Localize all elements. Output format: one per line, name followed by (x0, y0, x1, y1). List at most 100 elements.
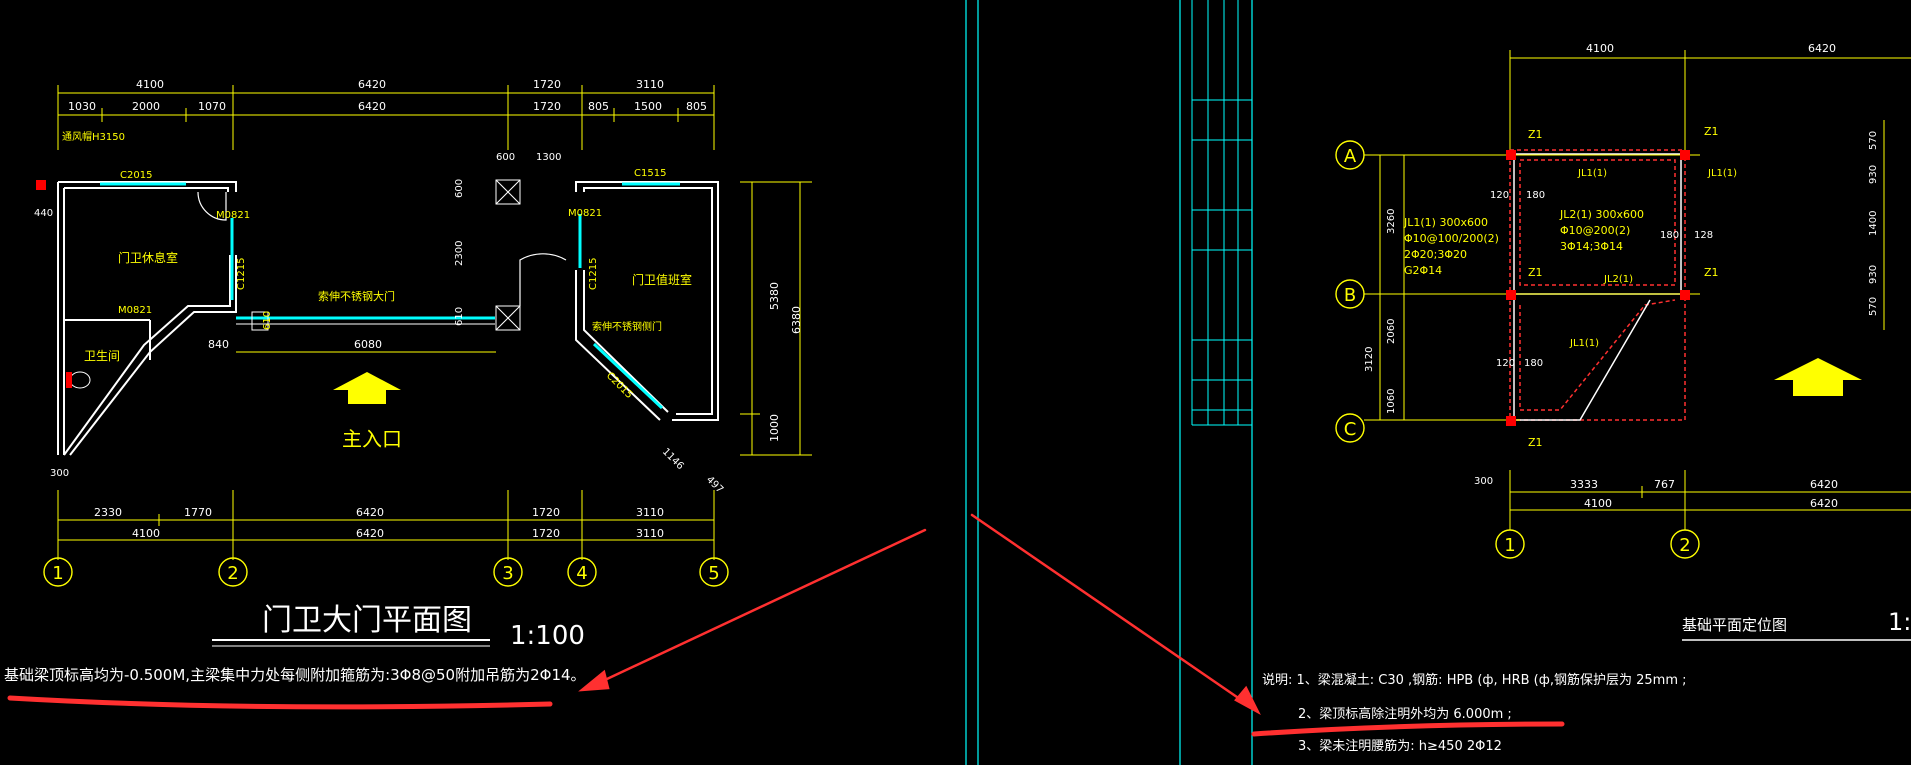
right-dim-1400: 1400 (1868, 211, 1879, 236)
dim-600-left: 600 (454, 179, 465, 198)
dim-bottom-inner-5: 3110 (636, 506, 664, 519)
axis-A: A (1344, 146, 1357, 167)
z1-label-5: Z1 (1528, 436, 1543, 449)
room-right-label: 门卫值班室 (632, 272, 692, 287)
right-note-3: 3、梁未注明腰筋为: h≥450 2Φ12 (1298, 738, 1502, 754)
dim-1146: 1146 (660, 446, 686, 472)
dim-bottom-inner-2: 1770 (184, 506, 212, 519)
axis-3: 3 (502, 563, 513, 584)
bottom-dimension-lines (57, 490, 715, 560)
right-plan-title: 基础平面定位图 (1682, 616, 1787, 634)
beam-label-jl1: JL1(1) 300x600 Φ10@100/200(2) 2Φ20;3Φ20 … (1403, 216, 1499, 277)
vent-marker (36, 180, 46, 190)
dim-497: 497 (704, 474, 725, 495)
axis-col-1: 1 (1504, 535, 1515, 556)
door-m0821-b: M0821 (118, 305, 152, 316)
right-dim-bottom-inner-3: 6420 (1810, 478, 1838, 491)
right-dim-930-a: 930 (1868, 165, 1879, 184)
door-m0821-a: M0821 (216, 210, 250, 221)
dim-6080: 6080 (354, 338, 382, 351)
window-c1215-a: C1215 (236, 258, 247, 290)
entrance-label: 主入口 (342, 427, 402, 451)
right-dim-top-1: 4100 (1586, 42, 1614, 55)
toilet-tank-icon (66, 372, 72, 388)
axis-C: C (1344, 419, 1357, 440)
left-dim-1060: 1060 (1386, 389, 1397, 414)
dim-bottom-outer-3: 1720 (532, 527, 560, 540)
beam-dim-120-b: 120 (1496, 358, 1515, 369)
beam-jl1-c: JL1(1) (1569, 338, 1599, 349)
dim-bottom-inner-1: 2330 (94, 506, 122, 519)
dim-bottom-outer-2: 6420 (356, 527, 384, 540)
gate-columns (495, 179, 521, 331)
left-plan-note: 基础梁顶标高均为-0.500M,主梁集中力处每侧附加箍筋为:3Φ8@50附加吊筋… (4, 666, 586, 684)
vent-label: 通风帽H3150 (62, 130, 125, 143)
red-annotations (7, 513, 1565, 737)
dim-2300: 2300 (454, 241, 465, 266)
dim-top-outer-3: 1720 (533, 78, 561, 91)
entrance-arrow-icon (333, 372, 401, 404)
right-dim-bottom-inner-1: 3333 (1570, 478, 1598, 491)
dim-top-inner-7: 1500 (634, 100, 662, 113)
z1-label-2: Z1 (1704, 125, 1719, 138)
left-plan-title: 门卫大门平面图 (262, 603, 472, 638)
jl1-line-1: JL1(1) 300x600 (1403, 216, 1488, 229)
left-building-walls (57, 181, 237, 456)
dim-bottom-inner-4: 1720 (532, 506, 560, 519)
dim-right-1000: 1000 (768, 414, 781, 442)
axis-4: 4 (576, 563, 587, 584)
beam-outline (1509, 149, 1686, 421)
dim-300: 300 (50, 468, 69, 479)
right-plan: 4100 6420 Z1 Z1 Z1 Z1 (1262, 42, 1911, 754)
dim-top-inner-6: 805 (588, 100, 609, 113)
right-dim-570-a: 570 (1868, 131, 1879, 150)
axis-B: B (1344, 285, 1356, 306)
right-dim-930-b: 930 (1868, 265, 1879, 284)
right-top-dims (1509, 50, 1911, 150)
beam-dim-180-b: 180 (1524, 358, 1543, 369)
right-dim-bottom-outer-1: 4100 (1584, 497, 1612, 510)
top-dimension-lines (57, 85, 715, 150)
gate-post-left (251, 311, 269, 331)
right-dim-570-b: 570 (1868, 297, 1879, 316)
arrow-left-head-icon (578, 669, 610, 692)
right-dimension-lines (740, 181, 812, 456)
left-plan: 4100 6420 1720 3110 1030 2000 1070 6420 … (4, 78, 812, 684)
dim-300-right: 300 (1474, 476, 1493, 487)
right-building-walls (575, 181, 719, 421)
dim-bottom-inner-3: 6420 (356, 506, 384, 519)
dim-right-6380: 6380 (790, 306, 803, 334)
dim-610-b: 610 (454, 307, 465, 326)
grid-lines (1364, 154, 1700, 421)
right-dim-bottom-outer-2: 6420 (1810, 497, 1838, 510)
dim-1300: 1300 (536, 152, 561, 163)
dim-top-inner-5: 1720 (533, 100, 561, 113)
dim-bottom-outer-1: 4100 (132, 527, 160, 540)
left-dim-2060: 2060 (1386, 319, 1397, 344)
sheet-frame-lines (965, 0, 1253, 765)
side-door-swing (519, 253, 567, 306)
dim-top-inner-8: 805 (686, 100, 707, 113)
beam-dim-180-a: 180 (1526, 190, 1545, 201)
axis-col-2: 2 (1679, 535, 1690, 556)
axis-1: 1 (52, 563, 63, 584)
window-c2015-a: C2015 (120, 170, 152, 181)
beam-dim-180-c: 180 (1660, 230, 1679, 241)
jl1-line-3: 2Φ20;3Φ20 (1404, 248, 1467, 261)
left-dim-3120: 3120 (1364, 347, 1375, 372)
beam-jl1-b: JL1(1) (1707, 168, 1737, 179)
beam-dim-120-a: 120 (1490, 190, 1509, 201)
jl1-line-2: Φ10@100/200(2) (1404, 232, 1499, 245)
arrow-left-shaft (590, 528, 927, 688)
beam-label-jl2: JL2(1) 300x600 Φ10@200(2) 3Φ14;3Φ14 (1559, 208, 1644, 253)
dim-840: 840 (208, 338, 229, 351)
dim-top-inner-3: 1070 (198, 100, 226, 113)
axis-5: 5 (708, 563, 719, 584)
dim-right-5380: 5380 (768, 282, 781, 310)
window-c1215-b: C1215 (588, 258, 599, 290)
dim-600-top: 600 (496, 152, 515, 163)
underline-left (7, 695, 553, 710)
door-swing-a (197, 191, 227, 221)
left-windows (100, 182, 234, 300)
dim-top-outer-2: 6420 (358, 78, 386, 91)
